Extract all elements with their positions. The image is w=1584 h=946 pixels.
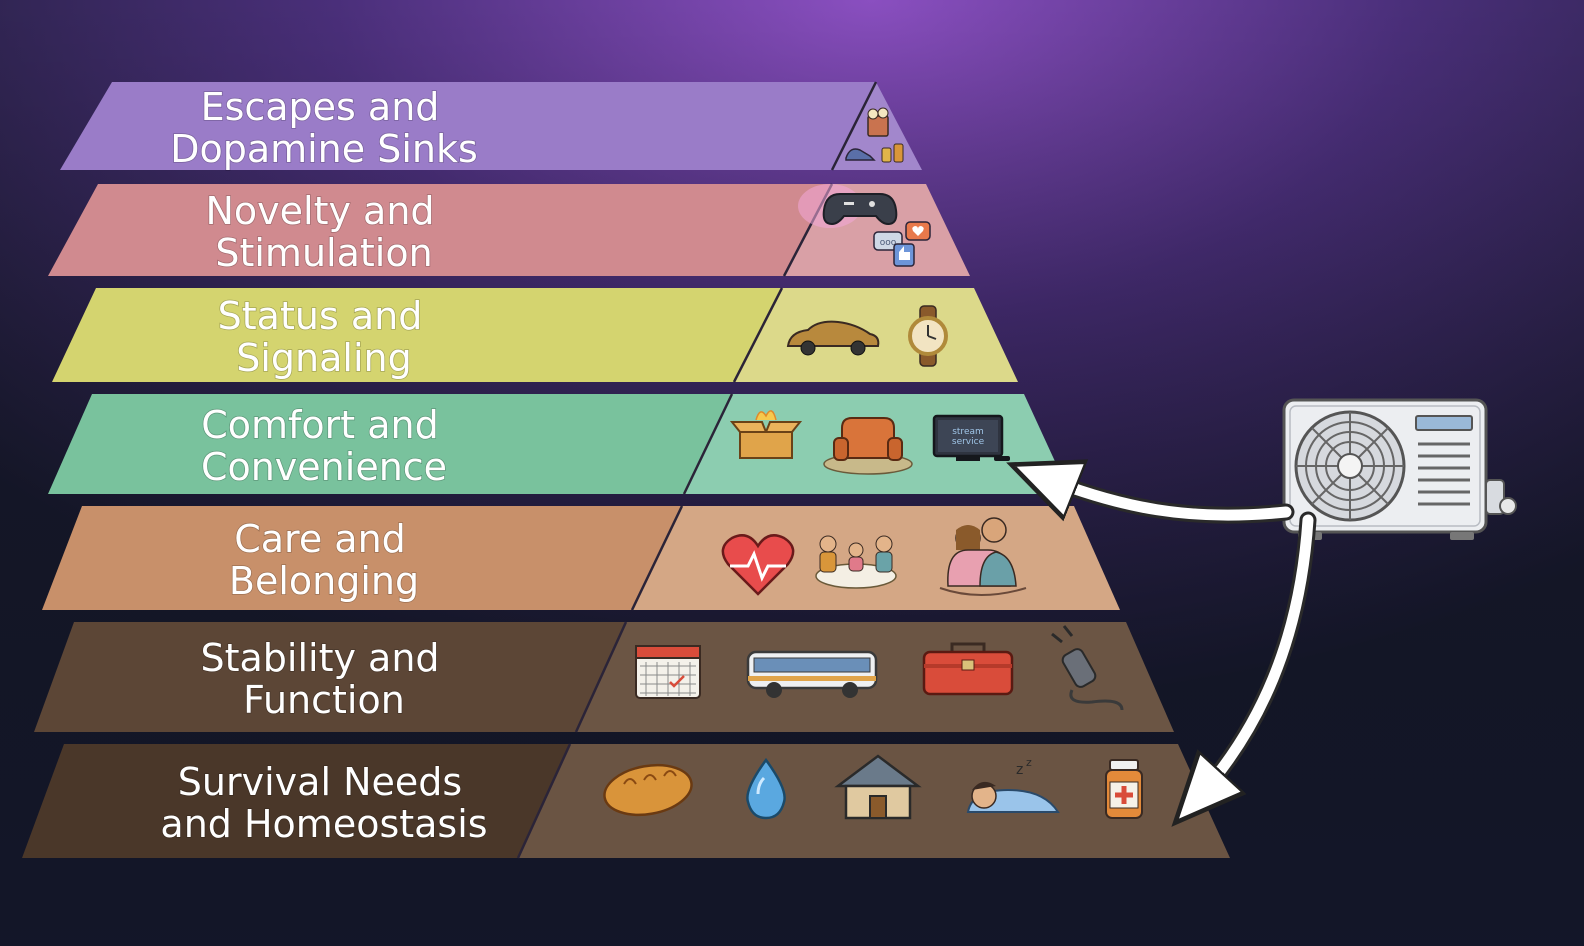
- water-drop-icon: [746, 757, 786, 820]
- hug-icon: [939, 517, 1027, 596]
- delivery-box-icon: [729, 410, 803, 459]
- tier-escapes-title-line2: Dopamine Sinks: [170, 127, 478, 171]
- tier-stability-label-band: [34, 622, 626, 732]
- tier-care-title-line2: Belonging: [229, 559, 419, 603]
- bread-icon: [603, 763, 693, 817]
- tier-survival-title-line1: Survival Needs: [178, 760, 462, 804]
- tier-divider: [516, 743, 572, 859]
- tier-comfort-title-line1: Comfort and: [201, 403, 439, 447]
- svg-text:ooo: ooo: [880, 238, 897, 248]
- notification-heart-icon: [905, 221, 931, 241]
- svg-text:z: z: [1026, 756, 1032, 769]
- toolbox-icon: [922, 642, 1014, 696]
- svg-text:z: z: [1016, 762, 1023, 778]
- tier-stability-title-line1: Stability and: [200, 636, 439, 680]
- tier-divider: [830, 81, 878, 171]
- calendar-icon: [635, 645, 701, 699]
- tier-novelty-title-line1: Novelty and: [205, 189, 434, 233]
- like-thumb-icon: [893, 243, 915, 267]
- tier-divider: [574, 621, 628, 733]
- tier-stability-title-line2: Function: [243, 678, 405, 722]
- tier-divider: [682, 393, 734, 495]
- sneakers-icon: [845, 148, 876, 161]
- tier-escapes-title-line1: Escapes and: [201, 85, 440, 129]
- popcorn-bucket-icon: [867, 107, 889, 137]
- heart-pulse-icon: [721, 534, 795, 596]
- bus-icon: [746, 650, 878, 698]
- tv-text-line2: service: [952, 437, 985, 447]
- tier-comfort-title-line2: Convenience: [201, 445, 447, 489]
- tv-text-line1: stream: [952, 427, 984, 437]
- perfume-bottles-icon: [881, 143, 904, 163]
- tier-status-title-line1: Status and: [218, 294, 423, 338]
- wristwatch-icon: [908, 305, 948, 367]
- medicine-bottle-icon: [1105, 759, 1143, 819]
- tier-care-label-band: [42, 506, 682, 610]
- house-icon: [834, 754, 922, 820]
- tier-divider: [732, 287, 784, 383]
- tier-status-label-band: [52, 288, 782, 382]
- tier-comfort-label-band: [48, 394, 732, 494]
- connector-arrows: [1040, 476, 1317, 800]
- tier-novelty-label-band: [48, 184, 832, 276]
- tier-status-title-line2: Signaling: [236, 336, 412, 380]
- tier-divider: [630, 505, 684, 611]
- tier-survival-label-band: [22, 744, 570, 858]
- sports-car-icon: [786, 320, 880, 356]
- game-controller-icon: [798, 184, 898, 228]
- power-plug-icon: [1051, 625, 1124, 711]
- family-dinner-icon: [815, 535, 897, 589]
- tier-novelty-title-line2: Stimulation: [215, 231, 432, 275]
- tier-status-icon-band: [734, 288, 1018, 382]
- air-conditioner-icon: [1282, 398, 1517, 540]
- tier-care-title-line1: Care and: [234, 517, 406, 561]
- armchair-icon: [823, 417, 913, 475]
- tier-survival-title-line2: and Homeostasis: [160, 802, 487, 846]
- tier-escapes-label-band: [60, 82, 876, 170]
